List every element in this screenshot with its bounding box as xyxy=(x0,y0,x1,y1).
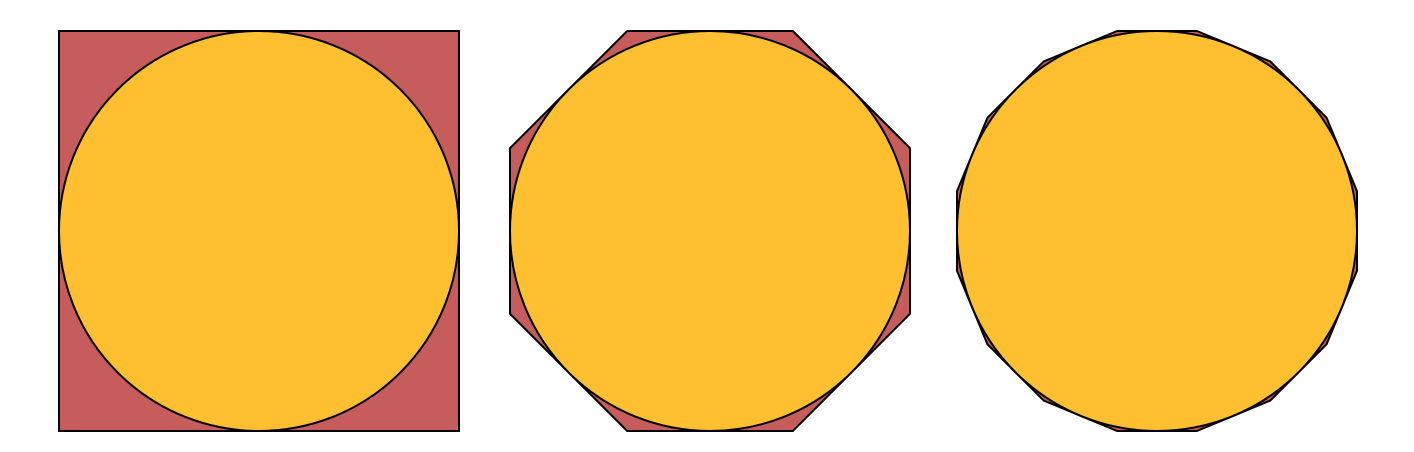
inscribed-circle xyxy=(58,30,460,432)
square-with-inscribed-circle xyxy=(58,30,460,432)
inscribed-circle xyxy=(956,30,1358,432)
inscribed-circle xyxy=(509,30,911,432)
octagon-with-inscribed-circle xyxy=(509,30,911,432)
sixteen-gon-with-inscribed-circle xyxy=(956,30,1358,432)
